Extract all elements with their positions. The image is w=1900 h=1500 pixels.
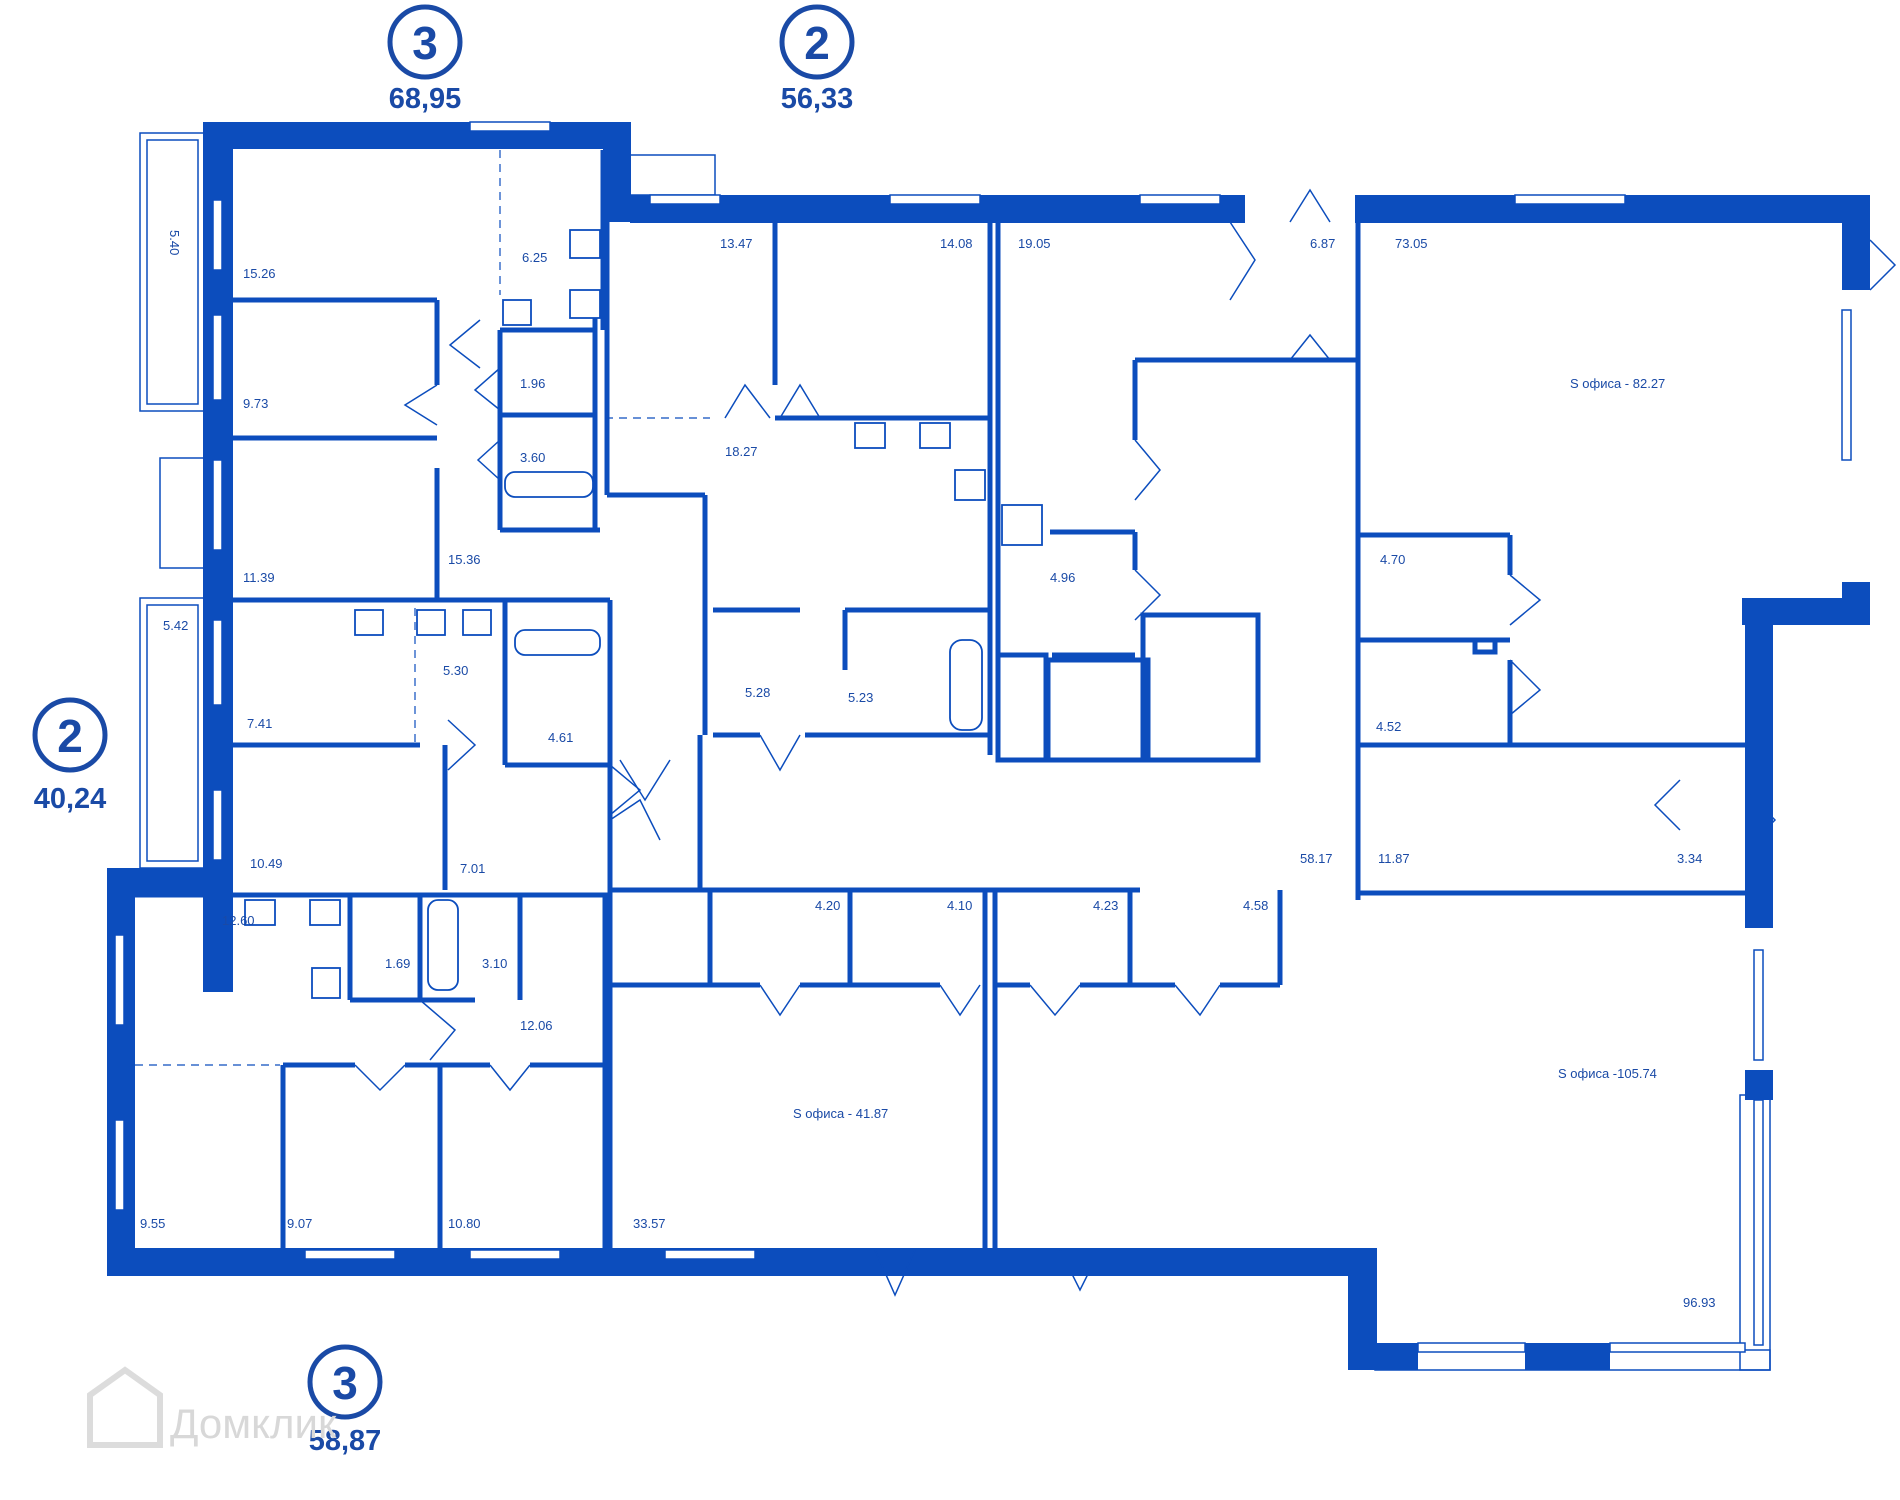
room-area-label: 5.28: [745, 685, 770, 700]
room-area-label: 15.36: [448, 552, 481, 567]
exterior-walls: [107, 122, 1870, 1370]
bathtub-icon: [504, 471, 594, 498]
room-area-label: 7.01: [460, 861, 485, 876]
badge-area: 40,24: [34, 783, 107, 815]
badge-circle: [387, 4, 463, 80]
room-area-label: 4.58: [1243, 898, 1268, 913]
room-area-label: 15.26: [243, 266, 276, 281]
room-area-label: 6.87: [1310, 236, 1335, 251]
washer-icon: [354, 609, 384, 636]
badge-rooms: 3: [412, 17, 438, 69]
badge-rooms: 2: [57, 710, 83, 762]
badge-area: 56,33: [781, 83, 854, 115]
room-area-label: 9.55: [140, 1216, 165, 1231]
badge-area: 68,95: [389, 83, 462, 115]
bathtub-icon: [949, 639, 983, 731]
room-area-label: 5.23: [848, 690, 873, 705]
room-area-label: 11.87: [1378, 851, 1410, 866]
sink-icon: [569, 289, 601, 319]
sink-icon: [309, 899, 341, 926]
sink-icon: [462, 609, 492, 636]
room-area-label: 14.08: [940, 236, 973, 251]
fixtures: [244, 229, 1043, 999]
room-area-label: 9.07: [287, 1216, 312, 1231]
washer-icon: [854, 422, 886, 449]
room-area-label: 10.49: [250, 856, 283, 871]
room-area-label: S офиса -105.74: [1558, 1066, 1657, 1081]
room-area-label: 4.52: [1376, 719, 1401, 734]
room-area-label: 6.25: [522, 250, 547, 265]
room-labels: 5.40 15.26 6.25 13.47 14.08 19.05 6.87 7…: [140, 230, 1716, 1310]
sink-icon: [919, 422, 951, 449]
room-area-label: S офиса - 41.87: [793, 1106, 888, 1121]
badge-rooms: 3: [332, 1357, 358, 1409]
washer-icon: [502, 299, 532, 326]
balconies: [139, 132, 1771, 1371]
badge-circle: [779, 4, 855, 80]
watermark-text: Домклик: [170, 1400, 337, 1447]
shower-icon: [1001, 504, 1043, 546]
zone-lines: [135, 150, 710, 1066]
room-area-label: 18.27: [725, 444, 758, 459]
room-area-label: 4.61: [548, 730, 573, 745]
badge-rooms: 2: [804, 17, 830, 69]
stove-icon: [244, 899, 276, 926]
room-area-label: 33.57: [633, 1216, 666, 1231]
stove-icon: [416, 609, 446, 636]
room-area-label: 5.42: [163, 618, 188, 633]
room-area-label: 4.10: [947, 898, 972, 913]
room-area-label: 4.23: [1093, 898, 1118, 913]
interior-walls: [135, 150, 1770, 1250]
watermark: Домклик: [87, 1366, 337, 1448]
room-area-label: 9.73: [243, 396, 268, 411]
room-area-label: 5.30: [443, 663, 468, 678]
apartment-badge-2-left[interactable]: 2 40,24: [32, 697, 108, 815]
room-area-label: 3.34: [1677, 851, 1702, 866]
room-area-label: 4.20: [815, 898, 840, 913]
room-area-label: 7.41: [247, 716, 272, 731]
room-area-label: 10.80: [448, 1216, 481, 1231]
room-area-label: 96.93: [1683, 1295, 1716, 1310]
room-area-label: 13.47: [720, 236, 753, 251]
room-area-label: 4.70: [1380, 552, 1405, 567]
badge-area: 58,87: [309, 1425, 382, 1457]
doors: [354, 188, 1897, 1297]
room-area-label: 4.96: [1050, 570, 1075, 585]
room-area-label: 12.60: [222, 913, 255, 928]
washer-icon: [311, 967, 341, 999]
room-area-label: 12.06: [520, 1018, 553, 1033]
bathtub-icon: [427, 899, 459, 991]
windows: [114, 121, 1852, 1353]
stove-icon: [954, 469, 986, 501]
badge-circle: [32, 697, 108, 773]
room-area-label: 73.05: [1395, 236, 1428, 251]
room-area-label: S офиса - 82.27: [1570, 376, 1665, 391]
room-area-label: 11.39: [243, 570, 275, 585]
room-area-label: 5.40: [167, 230, 182, 255]
room-area-label: 1.96: [520, 376, 545, 391]
stove-icon: [569, 229, 601, 259]
room-area-label: 58.17: [1300, 851, 1333, 866]
room-area-label: 3.60: [520, 450, 545, 465]
room-area-label: 19.05: [1018, 236, 1051, 251]
badge-circle: [307, 1344, 383, 1420]
room-area-label: 3.10: [482, 956, 507, 971]
apartment-badge-2-top[interactable]: 2 56,33: [779, 4, 855, 115]
apartment-badge-3-bottom[interactable]: 3 58,87: [307, 1344, 383, 1457]
room-area-label: 1.69: [385, 956, 410, 971]
house-icon: [87, 1366, 163, 1448]
bathtub-icon: [514, 629, 601, 656]
apartment-badge-3-top[interactable]: 3 68,95: [387, 4, 463, 115]
